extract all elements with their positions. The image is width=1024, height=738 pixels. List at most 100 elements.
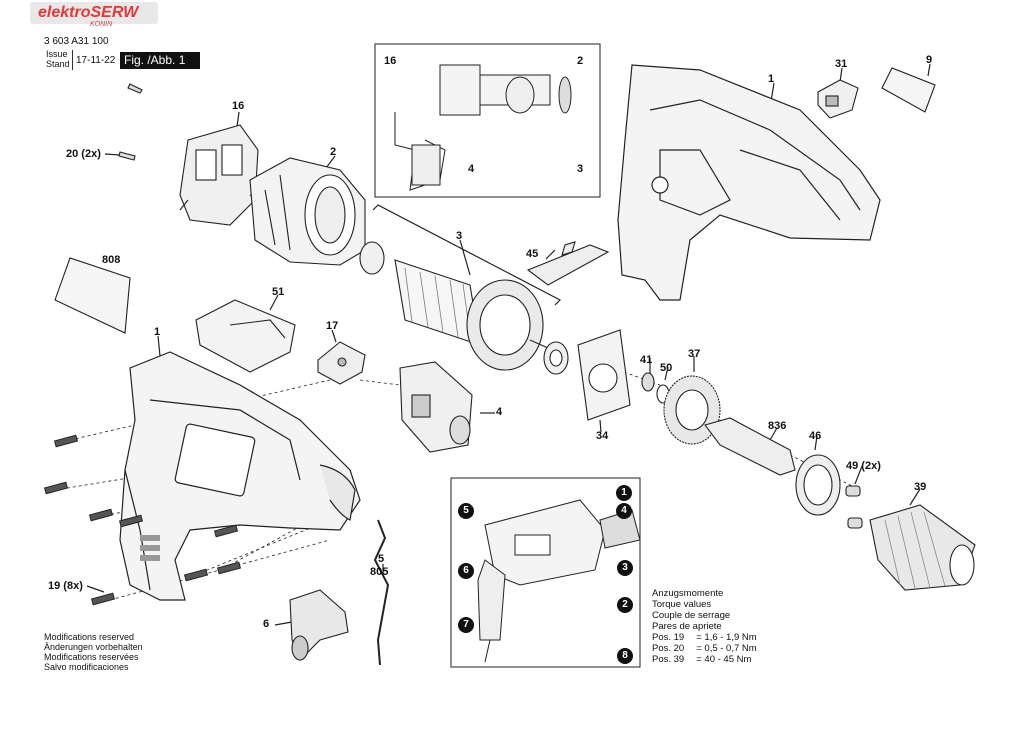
leader-46 — [814, 435, 818, 451]
callout-3: 3 — [617, 560, 633, 576]
figure-label: Fig. /Abb. 1 — [120, 52, 200, 69]
switch-4 — [399, 361, 473, 453]
knob-6 — [289, 589, 349, 661]
inset-motor — [394, 64, 572, 191]
brand-sub: KONIN — [90, 21, 113, 28]
label-part-51: 51 — [272, 286, 285, 298]
torque-line-en: Torque values — [652, 599, 712, 610]
label-part-6: 6 — [263, 618, 270, 630]
leader-836 — [769, 427, 778, 441]
label-inset-4: 4 — [468, 163, 475, 175]
chuck-39 — [869, 504, 976, 591]
label-808 — [54, 257, 131, 334]
armature — [359, 241, 569, 375]
label-part-9: 9 — [926, 54, 933, 66]
label-part-5: 5 — [378, 553, 385, 565]
label-part-20: 20 (2x) — [66, 148, 101, 160]
leader-49 — [854, 465, 863, 485]
leader-51 — [269, 294, 279, 311]
part-45 — [526, 241, 610, 286]
leader-34 — [599, 419, 602, 433]
mod-line-es: Salvo modificaciones — [44, 662, 129, 672]
part-41 — [641, 372, 655, 392]
label-part-17: 17 — [326, 320, 339, 332]
issue-stand: Issue Stand — [46, 49, 70, 69]
modifications-note: Modifications reserved Änderungen vorbeh… — [44, 632, 143, 672]
callout-6: 6 — [458, 563, 474, 579]
callout-5: 5 — [458, 503, 474, 519]
issue-date: 17-11-22 — [76, 55, 116, 66]
torque-value: = 1,6 - 1,9 Nm — [696, 632, 757, 643]
callout-8: 8 — [617, 648, 633, 664]
torque-row: Pos. 19 = 1,6 - 1,9 Nm — [652, 632, 757, 643]
mod-line-en: Modifications reserved — [44, 632, 135, 642]
torque-table: Anzugsmomente Torque values Couple de se… — [652, 588, 757, 665]
torque-line-es: Pares de apriete — [652, 621, 722, 632]
part-17 — [317, 341, 366, 385]
stator — [249, 157, 366, 266]
switch-31 — [817, 79, 859, 119]
label-part-19: 19 (8x) — [48, 580, 83, 592]
housing-left — [119, 351, 361, 601]
label-part-50: 50 — [660, 362, 673, 374]
callout-4: 4 — [616, 503, 632, 519]
mod-line-de: Änderungen vorbehalten — [44, 642, 143, 652]
leader-50 — [664, 366, 669, 381]
label-inset-16: 16 — [384, 55, 397, 67]
label-part-4: 4 — [496, 406, 503, 418]
header-divider — [72, 50, 73, 70]
plate-34 — [577, 329, 631, 421]
callout-1: 1 — [616, 485, 632, 501]
label-part-805: 805 — [370, 566, 389, 578]
torque-pos: Pos. 39 — [652, 654, 685, 665]
torque-pos: Pos. 20 — [652, 643, 685, 654]
label-part-16: 16 — [232, 100, 245, 112]
callout-7: 7 — [458, 617, 474, 633]
brand-logo: elektroSERW KONIN — [30, 2, 158, 28]
ring-46 — [795, 454, 841, 516]
doc-number: 3 603 A31 100 — [44, 36, 109, 47]
label-part-39: 39 — [914, 481, 927, 493]
label-part-45: 45 — [526, 248, 539, 260]
cover-51 — [195, 299, 296, 373]
torque-row: Pos. 20= 0,5 - 0,7 Nm — [652, 643, 757, 654]
torque-pos: Pos. 19 — [652, 632, 685, 643]
label-part-2: 2 — [330, 146, 337, 158]
label-part-808: 808 — [102, 254, 121, 266]
part-49b — [847, 517, 863, 529]
mod-line-fr: Modifications reservées — [44, 652, 139, 662]
stand-label: Stand — [46, 59, 70, 69]
torque-line-fr: Couple de serrage — [652, 610, 731, 621]
leader-45 — [545, 249, 556, 260]
leader-9 — [927, 63, 931, 77]
cable-5 — [373, 519, 390, 666]
part-49a — [845, 485, 861, 497]
inset-drill — [477, 499, 641, 663]
leader-20 — [104, 153, 121, 156]
torque-line-de: Anzugsmomente — [652, 588, 724, 599]
callout-2: 2 — [617, 597, 633, 613]
label-part-41: 41 — [640, 354, 653, 366]
brush-holder — [179, 124, 263, 226]
label-inset-2: 2 — [577, 55, 584, 67]
label-part-46: 46 — [809, 430, 822, 442]
screws-20 — [118, 83, 143, 161]
leader-39 — [909, 488, 921, 506]
leader-1-left — [157, 335, 161, 357]
spindle-836 — [704, 417, 796, 476]
housing-right — [617, 64, 881, 301]
label-part-34: 34 — [596, 430, 609, 442]
leader-17 — [331, 329, 337, 343]
torque-value: = 40 - 45 Nm — [696, 654, 752, 665]
leader-6 — [274, 621, 293, 626]
label-part-37: 37 — [688, 348, 701, 360]
screws-19 — [43, 434, 242, 606]
label-part-836: 836 — [768, 420, 787, 432]
label-part-1-left: 1 — [154, 326, 161, 338]
label-part-49: 49 (2x) — [846, 460, 881, 472]
leader-19 — [86, 585, 105, 593]
brand-name: elektroSERW — [38, 4, 139, 21]
label-part-1-top: 1 — [768, 73, 775, 85]
leader-3 — [459, 239, 471, 276]
